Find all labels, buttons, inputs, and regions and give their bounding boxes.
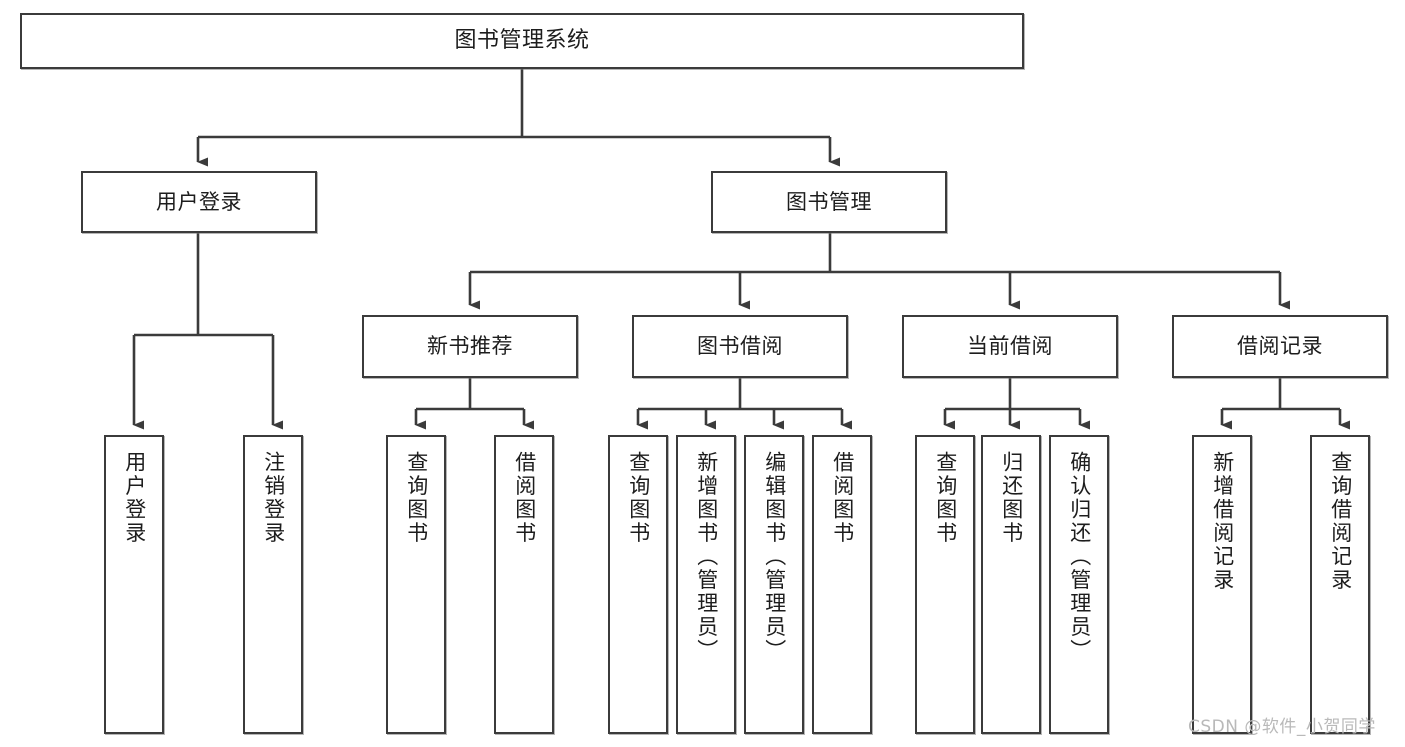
node-label: 图书借阅 (697, 334, 783, 359)
leaf-confirm-return-admin[interactable]: 确认归还（管理员） (1049, 435, 1109, 734)
node-label: 借阅记录 (1237, 334, 1323, 359)
node-label: 新书推荐 (427, 334, 513, 359)
leaf-query-book-recommend[interactable]: 查询图书 (386, 435, 446, 734)
leaf-borrow-book-recommend[interactable]: 借阅图书 (494, 435, 554, 734)
node-label: 编辑图书（管理员） (762, 451, 787, 663)
node-borrow-record[interactable]: 借阅记录 (1172, 315, 1388, 378)
node-label: 查询借阅记录 (1328, 451, 1353, 592)
node-root-system[interactable]: 图书管理系统 (20, 13, 1024, 69)
node-new-book-recommend[interactable]: 新书推荐 (362, 315, 578, 378)
node-label: 新增借阅记录 (1210, 451, 1235, 592)
node-label: 新增图书（管理员） (694, 451, 719, 663)
leaf-query-book-current[interactable]: 查询图书 (915, 435, 975, 734)
node-label: 用户登录 (122, 451, 147, 545)
leaf-query-book[interactable]: 查询图书 (608, 435, 668, 734)
node-label: 用户登录 (156, 189, 242, 214)
node-label: 查询图书 (404, 451, 429, 545)
leaf-add-borrow-record[interactable]: 新增借阅记录 (1192, 435, 1252, 734)
leaf-add-book-admin[interactable]: 新增图书（管理员） (676, 435, 736, 734)
node-label: 确认归还（管理员） (1067, 451, 1092, 663)
node-user-login[interactable]: 用户登录 (81, 171, 317, 233)
node-book-borrow[interactable]: 图书借阅 (632, 315, 848, 378)
leaf-user-login[interactable]: 用户登录 (104, 435, 164, 734)
node-label: 注销登录 (261, 451, 286, 545)
node-label: 归还图书 (999, 451, 1024, 545)
leaf-borrow-book[interactable]: 借阅图书 (812, 435, 872, 734)
node-label: 查询图书 (933, 451, 958, 545)
node-label: 查询图书 (626, 451, 651, 545)
leaf-query-borrow-record[interactable]: 查询借阅记录 (1310, 435, 1370, 734)
node-label: 图书管理系统 (454, 28, 590, 54)
leaf-logout[interactable]: 注销登录 (243, 435, 303, 734)
leaf-return-book[interactable]: 归还图书 (981, 435, 1041, 734)
node-label: 借阅图书 (512, 451, 537, 545)
node-label: 当前借阅 (967, 334, 1053, 359)
csdn-watermark: CSDN @软件_小贺同学 (1188, 717, 1376, 737)
node-label: 图书管理 (786, 189, 872, 214)
leaf-edit-book-admin[interactable]: 编辑图书（管理员） (744, 435, 804, 734)
node-label: 借阅图书 (830, 451, 855, 545)
node-current-borrow[interactable]: 当前借阅 (902, 315, 1118, 378)
node-book-management[interactable]: 图书管理 (711, 171, 947, 233)
